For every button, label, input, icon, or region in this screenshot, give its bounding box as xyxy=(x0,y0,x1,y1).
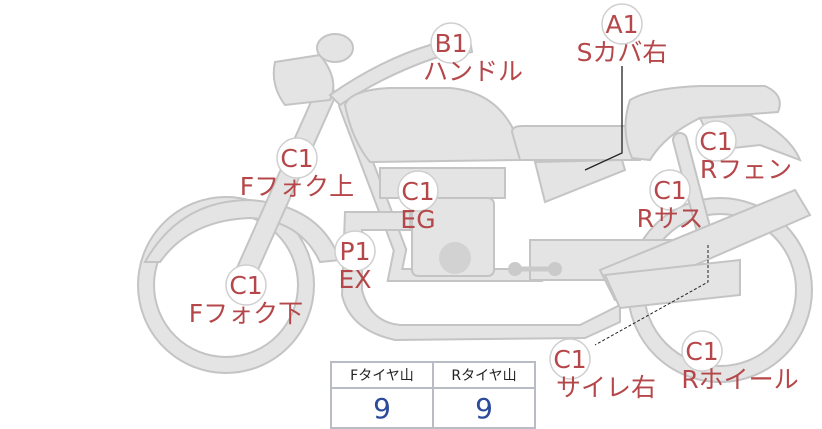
seat xyxy=(510,125,641,161)
badge-circle xyxy=(649,169,691,211)
front-fork xyxy=(229,86,334,299)
part-label: Sカバ右 xyxy=(577,38,668,67)
side-cover xyxy=(533,158,627,204)
rear-tire-value: 9 xyxy=(432,387,536,429)
fuel-tank xyxy=(343,87,522,164)
engine-cover xyxy=(439,242,471,274)
grade-badge: B1 xyxy=(434,29,467,58)
part-label: ハンドル xyxy=(423,57,523,86)
grade-badge: C1 xyxy=(280,144,313,173)
badge-circle xyxy=(225,264,267,306)
meter xyxy=(316,33,354,63)
leader-line xyxy=(584,66,623,171)
grade-badge: C1 xyxy=(699,127,732,156)
part-label: Rホイール xyxy=(681,365,798,394)
part-label: サイレ右 xyxy=(556,373,656,402)
badge-circle xyxy=(681,330,723,372)
badge-circle xyxy=(430,22,472,64)
grade-badge: P1 xyxy=(340,237,371,266)
part-label: Fフォク下 xyxy=(189,299,303,328)
grade-badge: C1 xyxy=(685,337,718,366)
grade-badge: C1 xyxy=(401,177,434,206)
part-label: EX xyxy=(339,265,372,294)
grade-badge: A1 xyxy=(605,10,638,39)
part-label: Fフォク上 xyxy=(240,172,354,201)
grade-badge: C1 xyxy=(229,271,262,300)
grade-badge: C1 xyxy=(553,345,586,374)
badge-circle xyxy=(276,137,318,179)
rear-tire-header: Rタイヤ山 xyxy=(432,361,536,389)
leader-line xyxy=(594,245,709,346)
badge-circle xyxy=(334,230,376,272)
part-label: Rサス xyxy=(637,204,704,233)
exhaust-pipe xyxy=(340,211,621,342)
part-label: Rフェン xyxy=(700,155,792,184)
front-tire-header: Fタイヤ山 xyxy=(330,361,434,389)
badge-circle xyxy=(549,338,591,380)
headlight xyxy=(272,53,335,107)
badge-circle xyxy=(601,3,643,45)
front-tire-value: 9 xyxy=(330,387,434,429)
engine xyxy=(411,197,495,277)
part-label: EG xyxy=(400,205,435,234)
tire-tread-table: Fタイヤ山 Rタイヤ山 9 9 xyxy=(330,361,536,429)
badge-circle xyxy=(397,170,439,212)
badge-circle xyxy=(695,120,737,162)
rear-suspension xyxy=(674,134,711,241)
grade-badge: C1 xyxy=(653,176,686,205)
